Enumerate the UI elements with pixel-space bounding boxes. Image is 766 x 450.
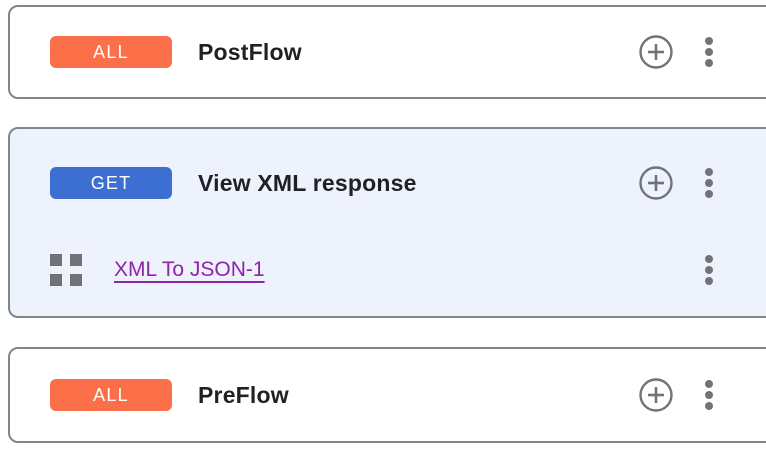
policy-grid-icon: [50, 254, 82, 286]
flow-menu-button[interactable]: [704, 380, 714, 410]
add-policy-button[interactable]: [638, 377, 674, 413]
flow-method-badge: ALL: [50, 36, 172, 68]
flow-card-view-xml-response[interactable]: GET View XML response X: [8, 127, 766, 318]
add-circle-icon: [639, 166, 673, 200]
flow-card-preflow[interactable]: ALL PreFlow: [8, 347, 766, 443]
add-circle-icon: [639, 378, 673, 412]
add-circle-icon: [639, 35, 673, 69]
kebab-menu-icon: [705, 380, 713, 410]
kebab-menu-icon: [705, 37, 713, 67]
kebab-menu-icon: [705, 168, 713, 198]
flow-card-postflow[interactable]: ALL PostFlow: [8, 5, 766, 99]
flow-title: View XML response: [198, 169, 417, 196]
flow-header: ALL PreFlow: [10, 349, 766, 441]
kebab-menu-icon: [705, 255, 713, 285]
flow-title: PostFlow: [198, 38, 302, 65]
flow-method-badge: ALL: [50, 379, 172, 411]
add-policy-button[interactable]: [638, 34, 674, 70]
add-policy-button[interactable]: [638, 165, 674, 201]
flow-title: PreFlow: [198, 381, 289, 408]
flow-method-badge: GET: [50, 167, 172, 199]
policy-menu-button[interactable]: [704, 255, 714, 285]
flow-menu-button[interactable]: [704, 168, 714, 198]
flow-header: GET View XML response: [10, 129, 766, 237]
flow-menu-button[interactable]: [704, 37, 714, 67]
policy-row: XML To JSON-1: [10, 242, 766, 298]
policy-link[interactable]: XML To JSON-1: [114, 258, 265, 281]
flow-header: ALL PostFlow: [10, 7, 766, 97]
